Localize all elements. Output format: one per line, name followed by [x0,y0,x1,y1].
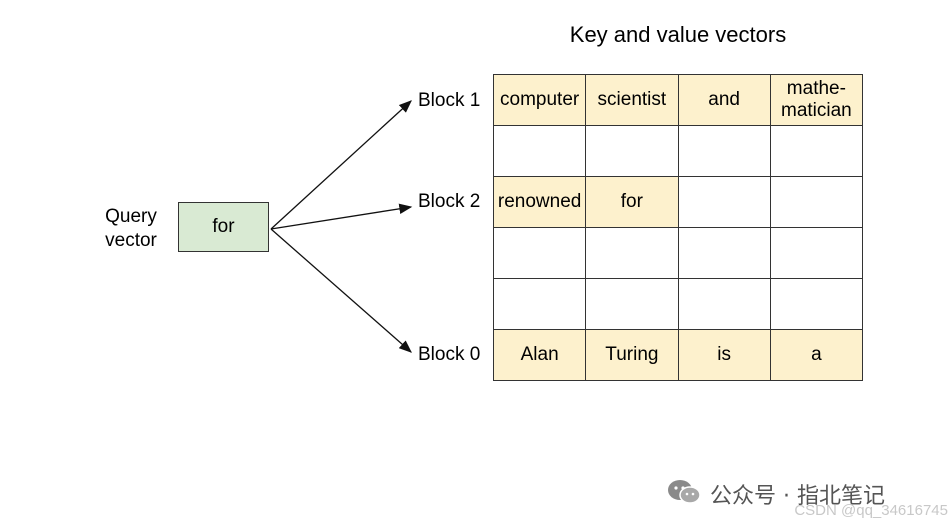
arrow-to-block-1 [270,100,412,230]
query-token: for [212,216,235,237]
kv-cell: Alan [494,330,587,381]
kv-cell [494,228,587,279]
kv-cell: is [678,330,771,381]
csdn-watermark: CSDN @qq_34616745 [794,502,948,519]
kv-cell [678,177,771,228]
kv-cell [770,279,863,330]
kv-cell: computer [494,75,587,126]
wechat-icon [668,480,701,504]
kv-cell [770,126,863,177]
kv-cell: renowned [494,177,587,228]
kv-cell: Turing [586,330,679,381]
query-vector-box: for [178,202,269,252]
kv-cell [678,279,771,330]
kv-cell [678,126,771,177]
kv-cell: and [678,75,771,126]
kv-cell [586,279,679,330]
block-0-label: Block 0 [418,344,481,365]
kv-cell [494,126,587,177]
kv-cell [586,126,679,177]
kv-cell [770,177,863,228]
kv-cell [770,228,863,279]
block-1-label: Block 1 [418,90,481,111]
query-vector-label: Query vector [105,206,157,251]
block-2-label: Block 2 [418,191,481,212]
diagram-title: Key and value vectors [569,22,787,47]
kv-cell [678,228,771,279]
arrow-to-block-0 [270,228,412,353]
arrow-to-block-2 [270,203,413,230]
kv-cell [586,228,679,279]
kv-cell: for [586,177,679,228]
kv-cell [494,279,587,330]
kv-cell: a [770,330,863,381]
wechat-watermark: 公众号 · 指北笔记 [710,484,885,509]
kv-cell: mathe- matician [770,75,863,126]
kv-cell: scientist [586,75,679,126]
